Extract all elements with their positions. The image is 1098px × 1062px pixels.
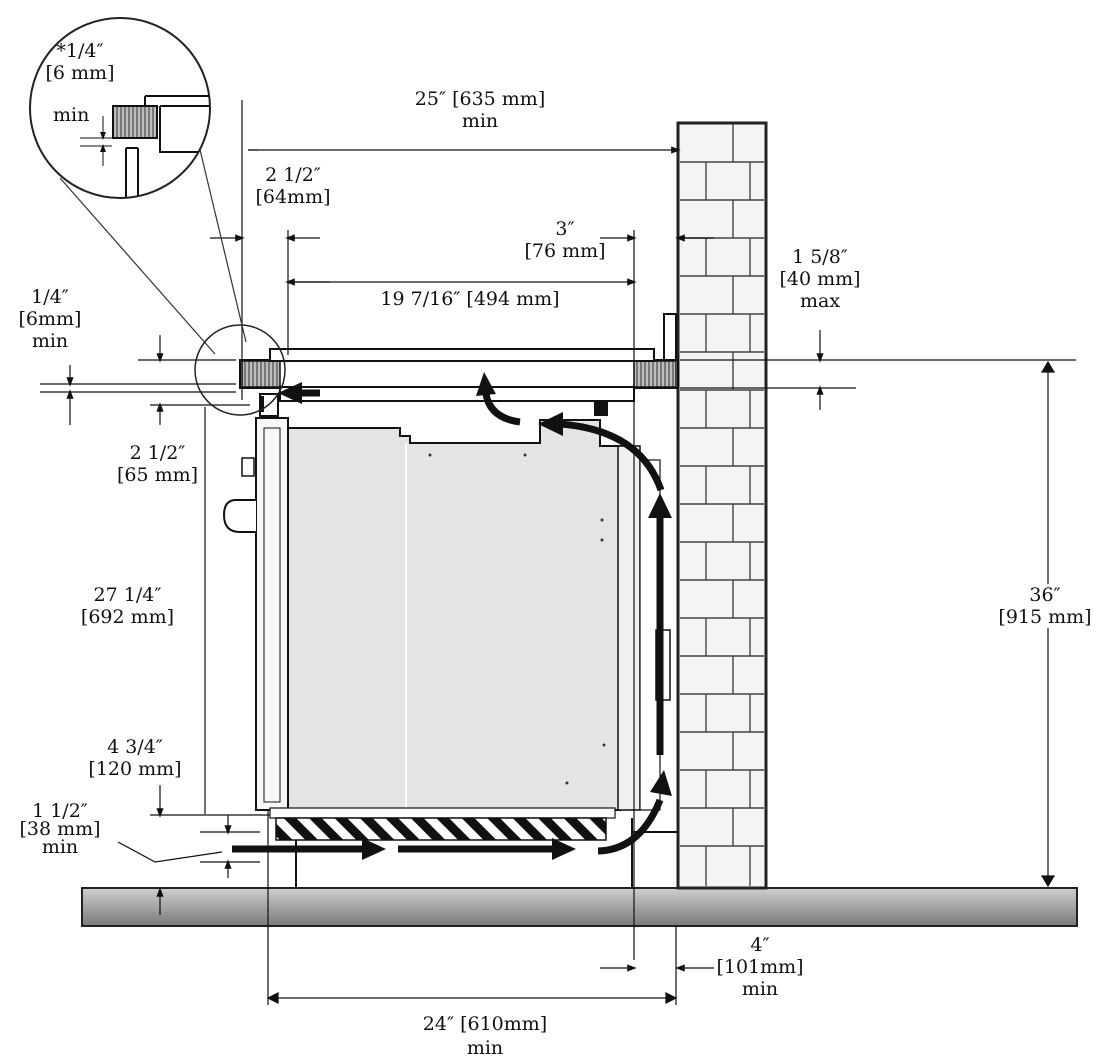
- dim-imperial: 25″ [635 mm]: [414, 88, 546, 110]
- label-height-36: 36″ [915 mm]: [990, 584, 1098, 628]
- dim-imperial: 27 1/4″: [93, 584, 162, 606]
- dim-qualifier: min: [466, 1037, 504, 1059]
- dim-metric: [40 mm]: [779, 268, 861, 290]
- dim-imperial: *1/4″: [56, 40, 104, 62]
- label-depth-25: 25″ [635 mm] min: [370, 88, 590, 132]
- dim-qualifier: max: [799, 290, 841, 312]
- hatched-base-panel: [275, 817, 607, 841]
- dim-qualifier: min: [31, 330, 69, 352]
- label-gap-4: 4″ [101mm] min: [700, 934, 820, 1000]
- dim-metric: [120 mm]: [88, 758, 182, 780]
- countertop: [239, 313, 679, 416]
- dim-metric: [6mm]: [18, 308, 82, 330]
- label-depth-24: 24″ [610mm] min: [380, 1012, 590, 1060]
- label-height-4-3-4: 4 3/4″ [120 mm]: [80, 736, 190, 780]
- label-height-27-1-4: 27 1/4″ [692 mm]: [70, 584, 185, 628]
- dim-imperial: 4″: [750, 934, 770, 956]
- dim-metric: [692 mm]: [80, 606, 175, 628]
- dim-qualifier: min: [741, 978, 779, 1000]
- label-panel-1-5-8: 1 5/8″ [40 mm] max: [770, 246, 870, 312]
- dim-imperial: 1 5/8″: [792, 246, 848, 268]
- dim-metric: [38 mm]: [19, 818, 101, 840]
- dim-imperial: 1 1/2″: [32, 800, 88, 822]
- dim-qualifier: min: [41, 836, 79, 858]
- dim-imperial: 1/4″: [31, 286, 69, 308]
- label-gap-3: 3″ [76 mm]: [515, 218, 615, 262]
- oven-unit: [222, 393, 671, 819]
- dim-imperial: 3″: [555, 218, 575, 240]
- label-span-19-7-16: 19 7/16″ [494 mm]: [380, 288, 560, 310]
- label-counter-quarter: 1/4″ [6mm] min: [10, 286, 90, 352]
- dim-imperial: 2 1/2″: [129, 442, 186, 464]
- dim-metric: [915 mm]: [998, 606, 1092, 628]
- dim-metric: [65 mm]: [116, 464, 199, 486]
- dimension-lines: [40, 100, 1076, 1005]
- detail-callout-small: [194, 324, 286, 416]
- dim-metric: [101mm]: [716, 956, 804, 978]
- dim-metric: [64mm]: [255, 186, 331, 208]
- label-detail-min: min: [53, 104, 90, 126]
- airflow-arrows: [232, 372, 672, 860]
- dim-imperial: 2 1/2″: [265, 164, 321, 186]
- detail-callout-large: [29, 17, 211, 199]
- floor-slab: [81, 887, 1078, 927]
- dim-metric: [76 mm]: [524, 240, 606, 262]
- label-setback-2-5-top: 2 1/2″ [64mm]: [248, 164, 338, 208]
- dim-imperial: 24″ [610mm]: [422, 1013, 548, 1035]
- label-gap-1-5: 1 1/2″ [38 mm] min: [10, 800, 110, 858]
- brick-wall: [676, 121, 768, 890]
- label-detail-quarter-inch: *1/4″ [6 mm]: [30, 40, 130, 84]
- dim-qualifier: min: [461, 110, 499, 132]
- dim-metric: [6 mm]: [45, 62, 115, 84]
- dim-imperial: 4 3/4″: [107, 736, 163, 758]
- dim-imperial: 36″: [1029, 584, 1061, 606]
- label-setback-2-5-side: 2 1/2″ [65 mm]: [105, 442, 210, 486]
